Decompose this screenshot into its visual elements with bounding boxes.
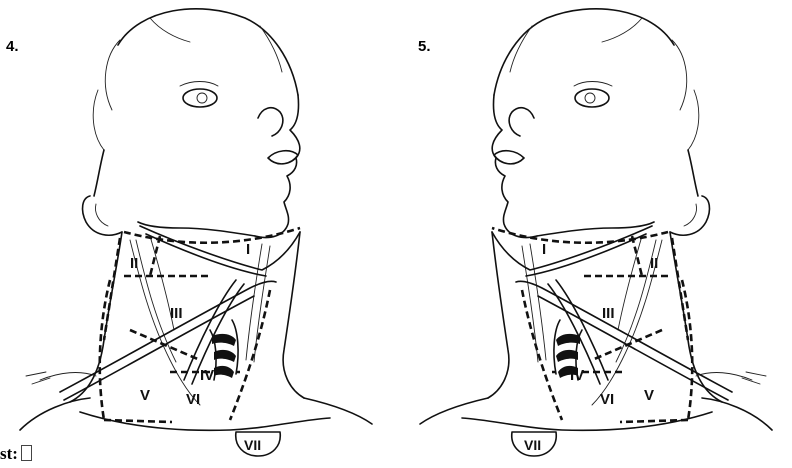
level-v-label: V (644, 387, 654, 404)
level-iv-label: IV (570, 367, 584, 384)
level-vi-label: VI (600, 391, 614, 408)
neck-dissection-diagram-4: I II III IV V VI VII (0, 0, 396, 468)
caption: st: (0, 444, 32, 464)
level-iii-label: III (602, 305, 615, 322)
level-i-label: I (246, 241, 250, 258)
level-vii-label: VII (244, 437, 261, 453)
level-vii-label: VII (524, 437, 541, 453)
placeholder-glyph-icon (21, 445, 32, 461)
neck-dissection-diagram-5: I II III IV V VI VII (396, 0, 792, 468)
head-outline (83, 9, 300, 238)
caption-text: st: (0, 444, 18, 463)
level-iv-label: IV (200, 367, 214, 384)
level-vi-label: VI (186, 391, 200, 408)
level-ii-label: II (650, 255, 658, 272)
level-ii-label: II (130, 255, 138, 272)
level-iii-label: III (170, 305, 183, 322)
head-outline (492, 9, 709, 238)
level-i-label: I (542, 241, 546, 258)
level-v-label: V (140, 387, 150, 404)
